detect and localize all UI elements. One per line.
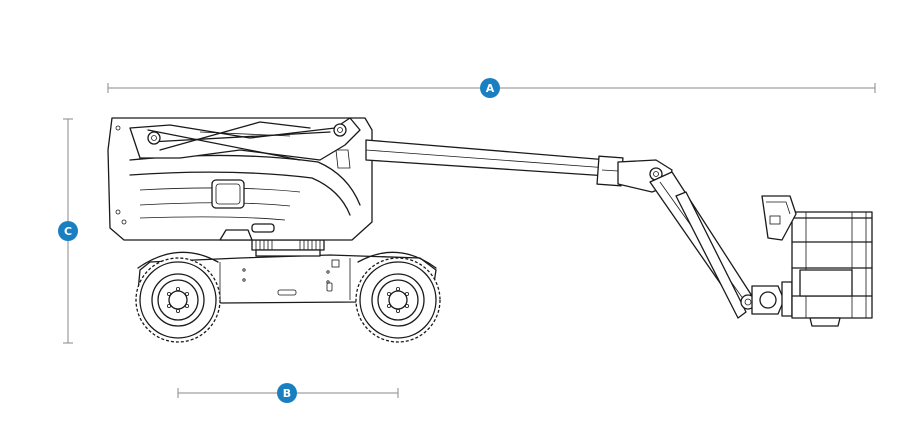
front-wheel	[355, 257, 441, 343]
dimension-c-badge	[58, 221, 78, 241]
dimension-a: A	[107, 78, 876, 98]
dimension-c-label: C	[64, 225, 72, 238]
lower-boom-linkage	[129, 117, 361, 161]
dimension-c: C	[58, 118, 78, 344]
dimension-a-label: A	[486, 82, 495, 95]
dimension-b-label: B	[283, 387, 291, 400]
platform-rotator	[751, 281, 793, 317]
dimension-a-badge	[480, 78, 500, 98]
platform-basket	[761, 195, 873, 327]
turntable-bearing	[251, 239, 325, 257]
jib-arm	[649, 171, 756, 319]
dimension-b-badge	[277, 383, 297, 403]
main-boom	[365, 139, 624, 187]
dimension-b: B	[177, 383, 399, 403]
turret-window	[211, 179, 245, 209]
fenders	[137, 251, 437, 269]
rear-wheel	[135, 257, 221, 343]
